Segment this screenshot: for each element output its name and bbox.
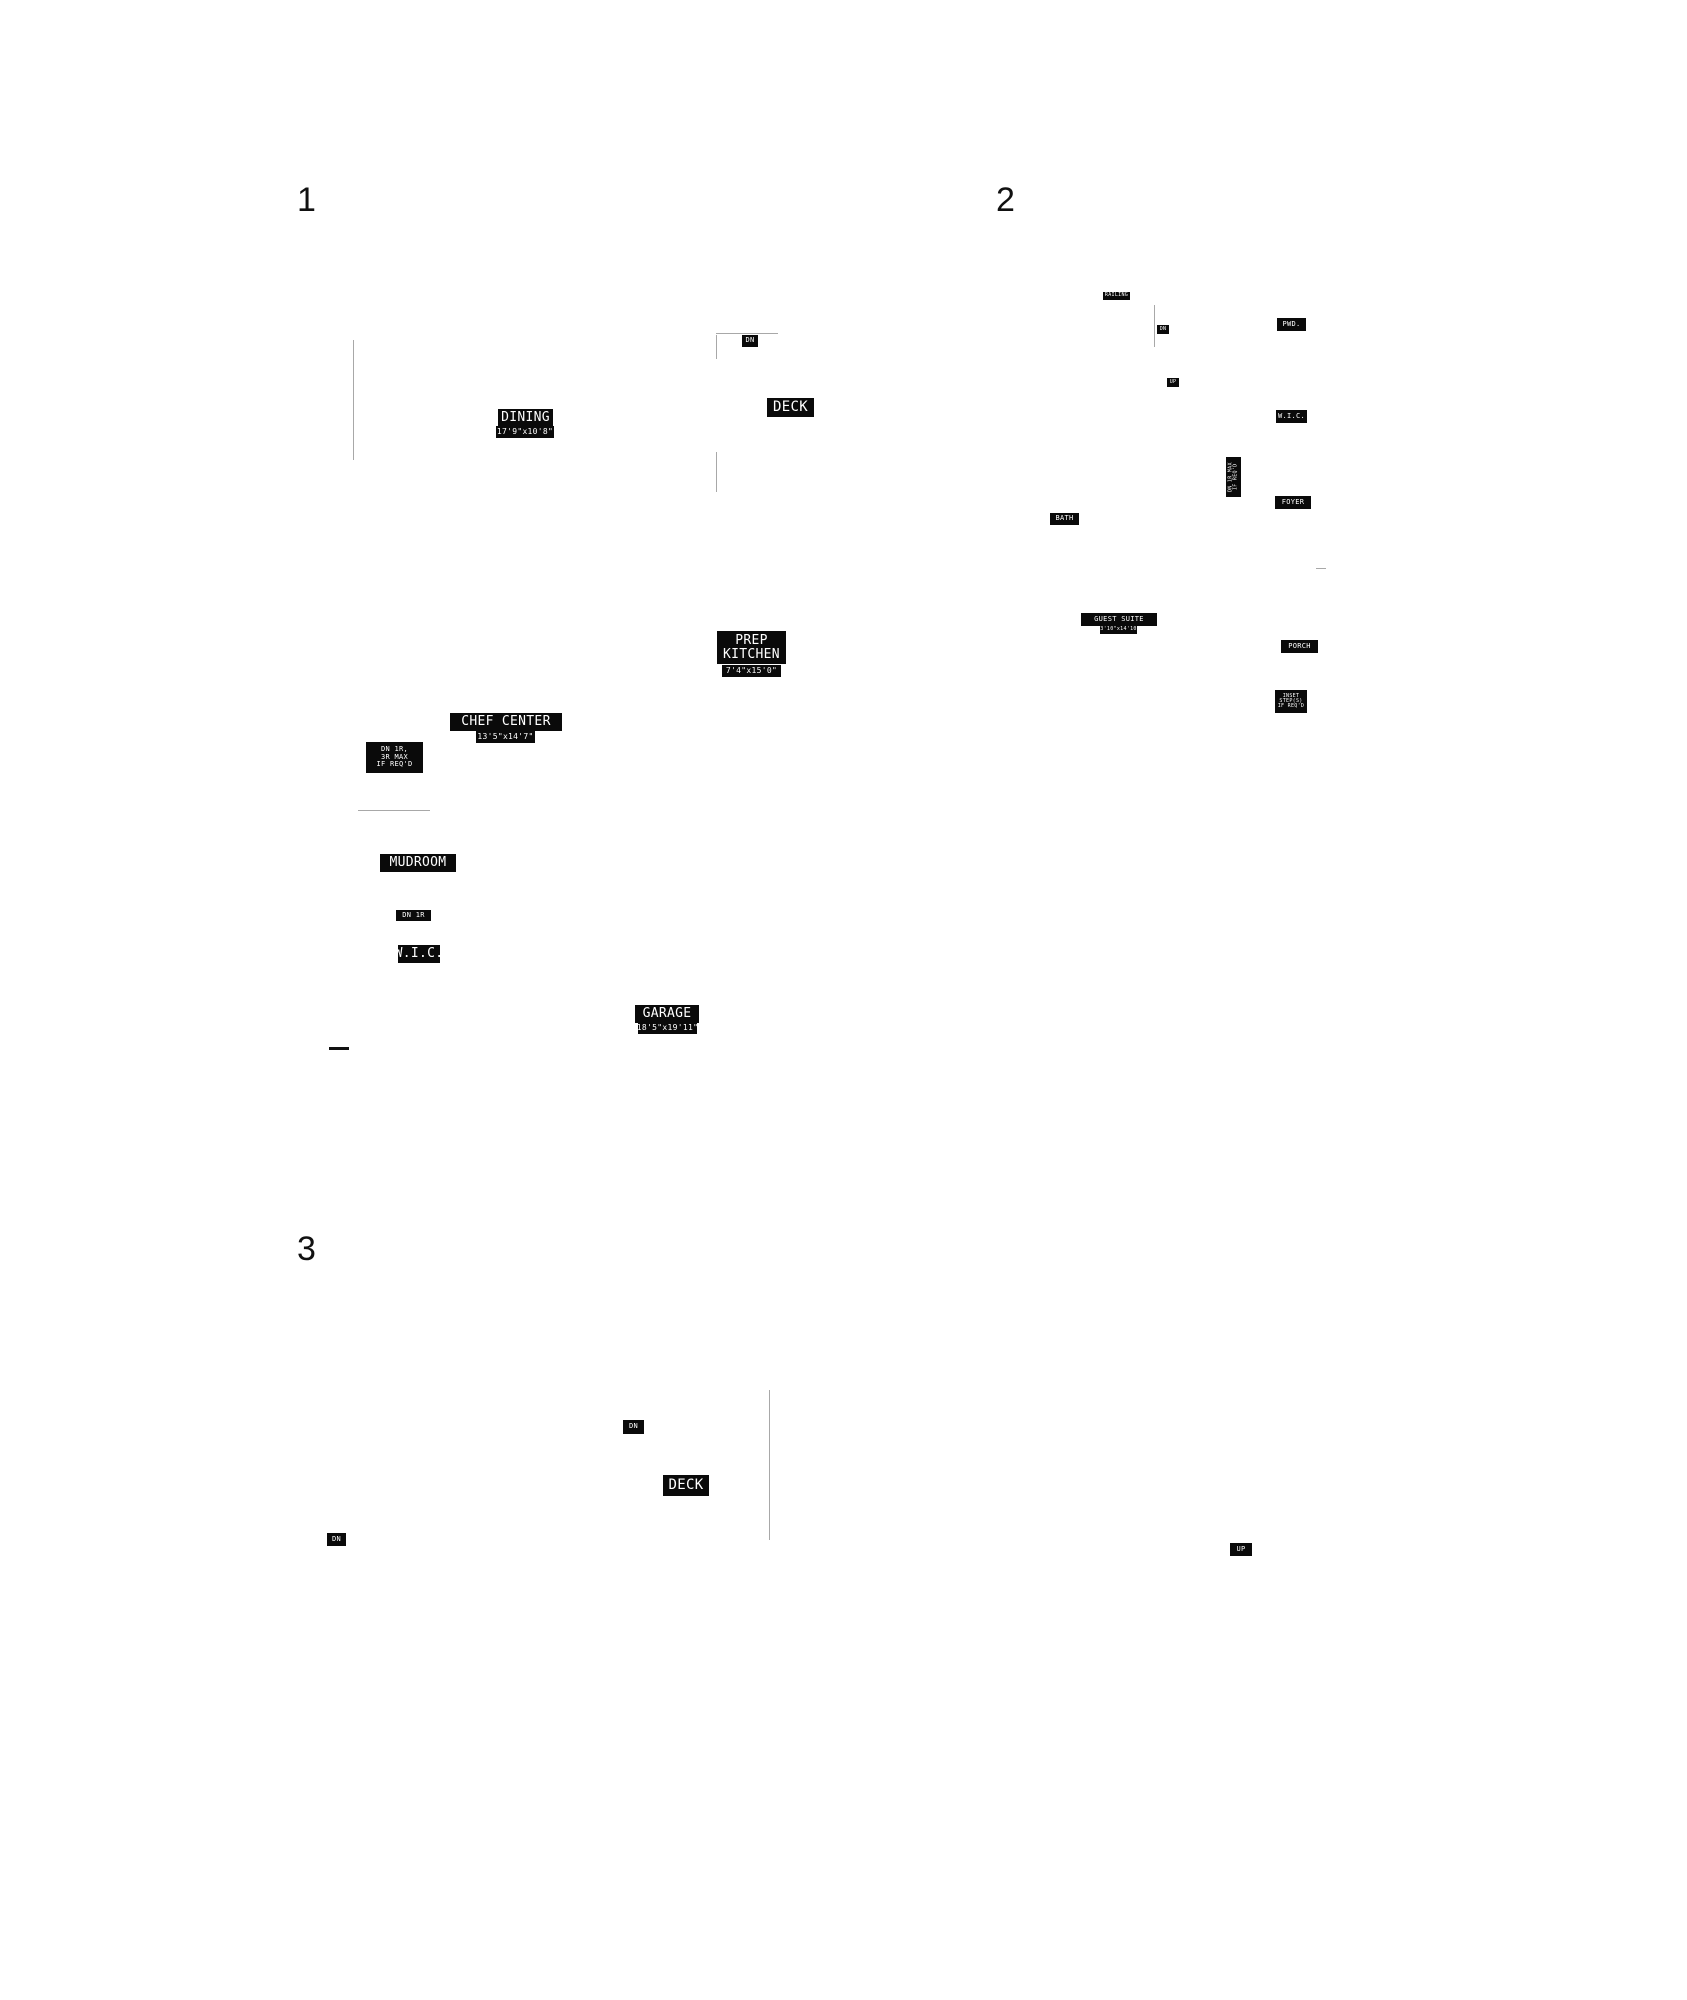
stair-note-dn-1r-max: DN 1R MAX IF REQ'D xyxy=(1226,457,1241,497)
room-dimension-prep-kitchen: 7'4"x15'0" xyxy=(722,665,781,677)
up-label: UP xyxy=(1167,378,1179,387)
plan-number-2: 2 xyxy=(996,181,1015,219)
room-label-chef-center: CHEF CENTER xyxy=(450,713,562,731)
wall-line xyxy=(353,340,354,460)
room-dimension-garage: 18'5"x19'11" xyxy=(637,1022,698,1034)
railing-label: RAILING xyxy=(1103,292,1130,300)
wall-line xyxy=(1154,305,1155,347)
plan-number-1: 1 xyxy=(297,181,316,219)
stair-note-dn-1r: DN 1R, 3R MAX IF REQ'D xyxy=(366,742,423,773)
wall-line xyxy=(716,333,778,334)
room-label-deck: DECK xyxy=(663,1475,709,1496)
dn-label: DN xyxy=(1157,325,1169,334)
room-label-garage: GARAGE xyxy=(635,1005,699,1023)
stair-note-inset-steps: INSET STEP(S) IF REQ'D xyxy=(1275,690,1307,713)
wall-line xyxy=(358,810,430,811)
dn-label: DN xyxy=(742,335,758,347)
wall-line xyxy=(716,335,717,359)
wall-line xyxy=(1316,568,1326,569)
room-label-bath: BATH xyxy=(1050,513,1079,525)
room-label-guest-suite: GUEST SUITE xyxy=(1081,613,1157,626)
room-label-deck: DECK xyxy=(767,398,814,417)
room-label-wic: W.I.C. xyxy=(1276,410,1307,423)
stair-label-dn-1r: DN 1R xyxy=(396,910,431,921)
room-label-dining: DINING xyxy=(498,409,553,426)
room-dimension-dining: 17'9"x10'8" xyxy=(496,426,554,438)
room-label-porch: PORCH xyxy=(1281,640,1318,653)
dn-label: DN xyxy=(623,1420,644,1434)
plan-number-3: 3 xyxy=(297,1230,316,1268)
wall-line xyxy=(716,452,717,492)
dimension-tick xyxy=(329,1047,349,1050)
up-label: UP xyxy=(1230,1543,1252,1556)
room-label-prep-kitchen: PREP KITCHEN xyxy=(717,631,786,664)
dn-label: DN xyxy=(327,1533,346,1546)
room-label-powder: PWD. xyxy=(1277,318,1306,331)
room-label-foyer: FOYER xyxy=(1275,496,1311,509)
room-label-wic: W.I.C. xyxy=(394,945,444,963)
room-label-mudroom: MUDROOM xyxy=(380,854,456,872)
wall-line xyxy=(769,1390,770,1540)
room-dimension-chef-center: 13'5"x14'7" xyxy=(476,731,535,743)
room-dimension-guest-suite: 13'10"x14'10" xyxy=(1096,626,1141,634)
